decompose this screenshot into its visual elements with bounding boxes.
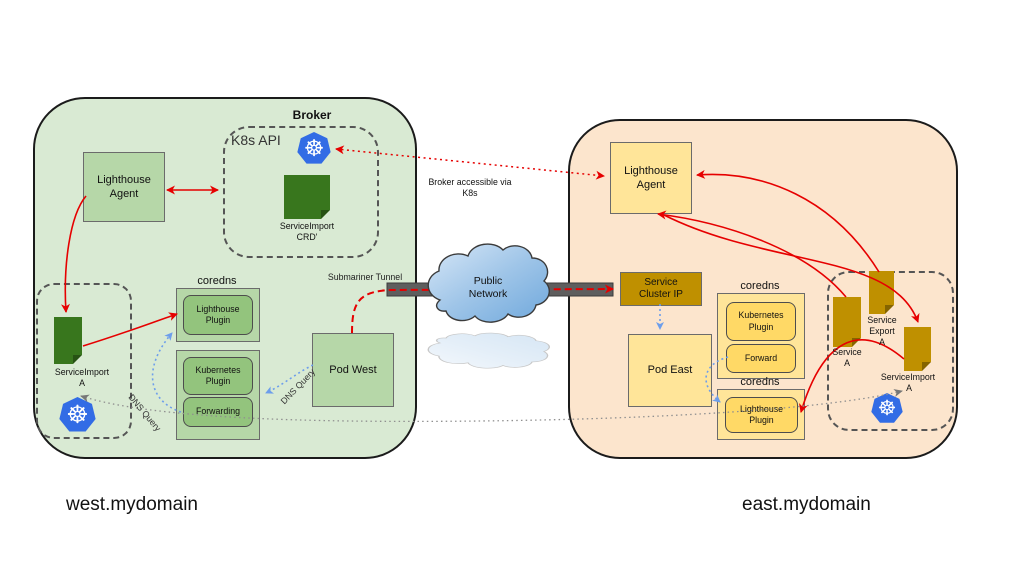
kubernetes-wheel-glyph: ☸ xyxy=(66,401,89,429)
serviceimport-label-east: ServiceImport xyxy=(880,372,936,382)
k8s-api-box xyxy=(223,126,379,258)
kubernetes-icon: ☸ xyxy=(297,132,331,164)
coredns-title-east-2: coredns xyxy=(740,376,780,388)
public-network-cloud xyxy=(427,243,550,369)
forward-east: Forward xyxy=(726,344,796,373)
service-export-a-icon xyxy=(869,271,894,314)
service-cluster-ip: Service Cluster IP xyxy=(620,272,702,306)
serviceimport-a-label-west: ServiceImport A xyxy=(54,367,110,388)
east-domain-label: east.mydomain xyxy=(742,494,871,515)
pod-west: Pod West xyxy=(312,333,394,407)
broker-label: Broker xyxy=(292,108,332,122)
coredns-title-west: coredns xyxy=(197,275,237,287)
lighthouse-agent-east: Lighthouse Agent xyxy=(610,142,692,214)
k8s-api-label: K8s API xyxy=(231,132,281,148)
forwarding-west: Forwarding xyxy=(183,397,253,427)
public-network-label: Public Network xyxy=(468,275,508,301)
serviceimport-a-icon-west xyxy=(54,317,82,364)
serviceimport-crd-label: ServiceImport CRD' xyxy=(279,221,335,242)
kubernetes-wheel-glyph: ☸ xyxy=(303,135,325,161)
kubernetes-plugin-west: Kubernetes Plugin xyxy=(183,357,253,395)
lighthouse-plugin-west: Lighthouse Plugin xyxy=(183,295,253,335)
lighthouse-plugin-east: Lighthouse Plugin xyxy=(725,397,798,433)
service-export-a-label: Service Export A xyxy=(867,315,897,347)
broker-accessible-note: Broker accessible via K8s xyxy=(428,177,512,198)
serviceimport-a-suffix-east: A xyxy=(906,383,912,393)
lighthouse-agent-west: Lighthouse Agent xyxy=(83,152,165,222)
submariner-tunnel-label: Submariner Tunnel xyxy=(327,272,403,282)
pod-east: Pod East xyxy=(628,334,712,407)
west-domain-label: west.mydomain xyxy=(66,494,198,515)
kubernetes-plugin-east: Kubernetes Plugin xyxy=(726,302,796,341)
service-a-label: Service A xyxy=(832,347,862,368)
cloud-reflection xyxy=(427,332,550,369)
coredns-title-east-1: coredns xyxy=(740,280,780,292)
serviceimport-icon-east xyxy=(904,327,931,371)
serviceimport-crd-icon xyxy=(284,175,330,219)
kubernetes-wheel-glyph: ☸ xyxy=(877,397,897,420)
